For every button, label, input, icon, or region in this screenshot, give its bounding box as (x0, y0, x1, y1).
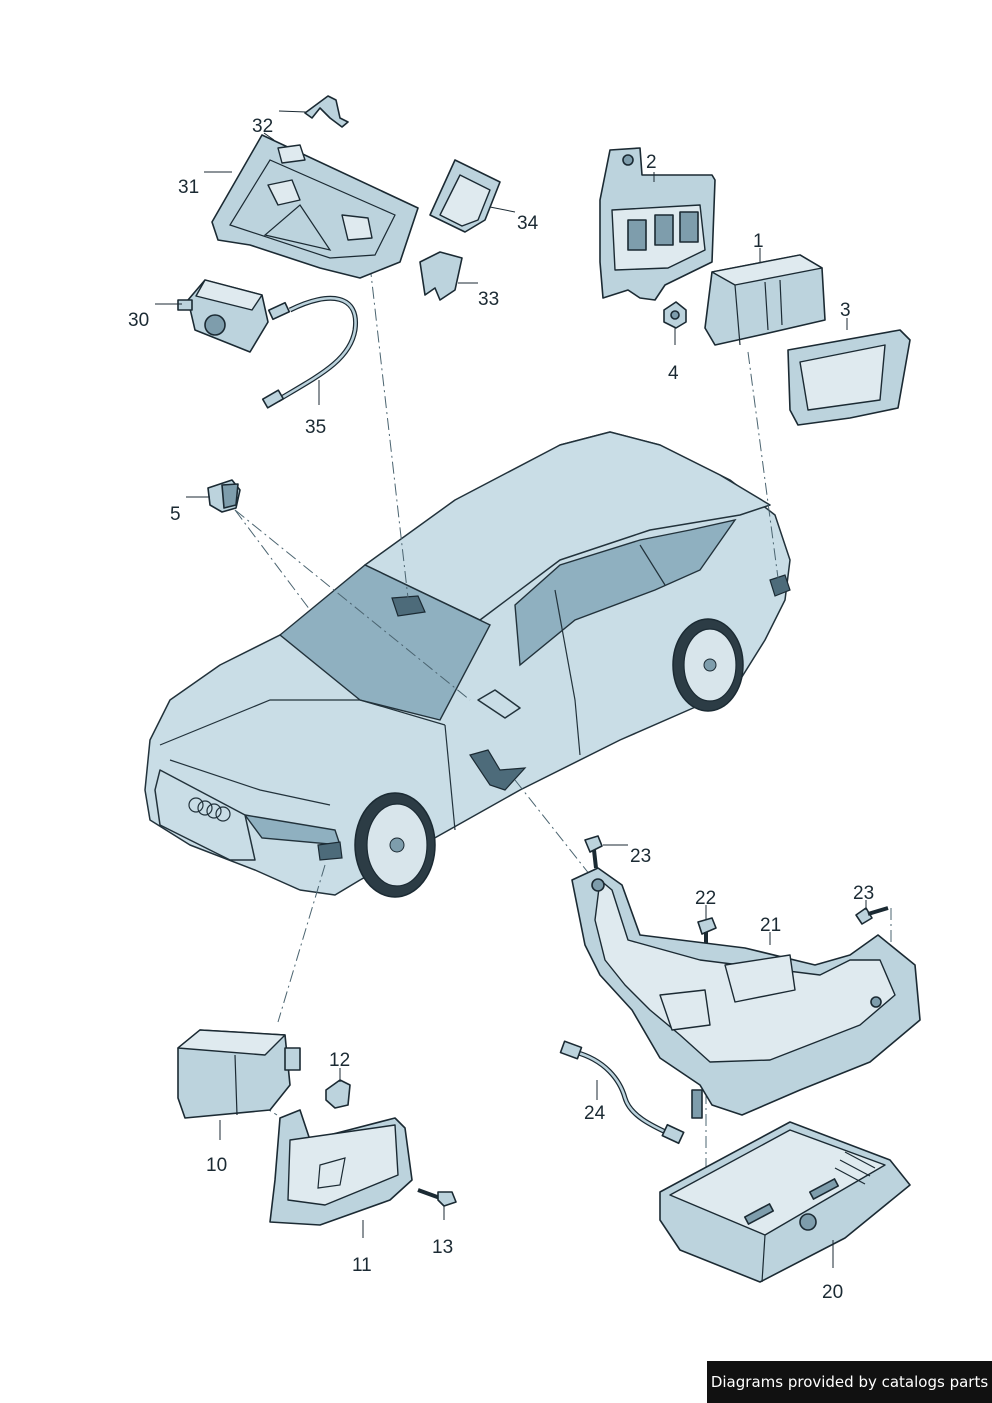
audi-rings-logo (188, 797, 231, 822)
callout-2: 2 (646, 152, 657, 173)
callout-23-top: 23 (630, 846, 651, 867)
part-21-mounting-bracket (571, 867, 921, 1119)
callout-35: 35 (305, 417, 326, 438)
callout-24: 24 (584, 1103, 606, 1124)
car-illustration (144, 431, 791, 898)
part-11-bracket (269, 1109, 413, 1226)
callout-1: 1 (753, 231, 764, 252)
part-34-cover (429, 159, 501, 233)
callout-23-right: 23 (853, 883, 874, 904)
rear-wheel (672, 618, 744, 712)
part-1-control-unit (704, 254, 826, 346)
part-13-screw (417, 1188, 457, 1207)
part-33-cap (419, 251, 463, 301)
part-5-sensor (207, 479, 241, 513)
callout-20: 20 (822, 1282, 843, 1303)
callout-22: 22 (695, 888, 716, 909)
part-3-cover-frame (787, 329, 911, 426)
part-23-screw-right (855, 906, 889, 925)
callout-3: 3 (840, 300, 851, 321)
callout-11: 11 (352, 1255, 372, 1276)
callout-32: 32 (252, 116, 273, 137)
part-30-camera-module (177, 279, 269, 353)
part-10-control-unit (177, 1029, 301, 1119)
part-31-camera-bracket-plate (211, 134, 419, 279)
callout-12: 12 (329, 1050, 350, 1071)
rear-corner-sensor-mount (769, 574, 791, 597)
door-sill-mount (469, 749, 527, 791)
callout-30: 30 (128, 310, 149, 331)
callout-33: 33 (478, 289, 499, 310)
part-24-cable (559, 1040, 685, 1145)
callout-34: 34 (517, 213, 539, 234)
part-20-central-control-unit (659, 1121, 911, 1283)
callout-labels: 32 31 34 33 30 35 2 1 4 3 5 23 22 21 23 … (128, 116, 874, 1303)
callout-10: 10 (206, 1155, 227, 1176)
callout-21: 21 (760, 915, 781, 936)
part-23-screw-top (584, 835, 603, 869)
callout-4: 4 (668, 363, 679, 384)
part-4-nut (663, 301, 687, 329)
windshield-camera-mount (391, 595, 426, 617)
callout-5: 5 (170, 504, 181, 525)
callout-31: 31 (178, 177, 199, 198)
front-wheel (354, 792, 436, 898)
part-32-clip (304, 95, 349, 128)
part-12-clip (325, 1079, 351, 1109)
front-corner-sensor-mount (317, 841, 343, 861)
callout-13: 13 (432, 1237, 453, 1258)
watermark-banner: Diagrams provided by catalogs parts (707, 1361, 992, 1403)
callout-leaders (155, 110, 867, 1268)
part-35-cable (261, 295, 359, 409)
part-2-control-unit-bracket (599, 147, 716, 301)
